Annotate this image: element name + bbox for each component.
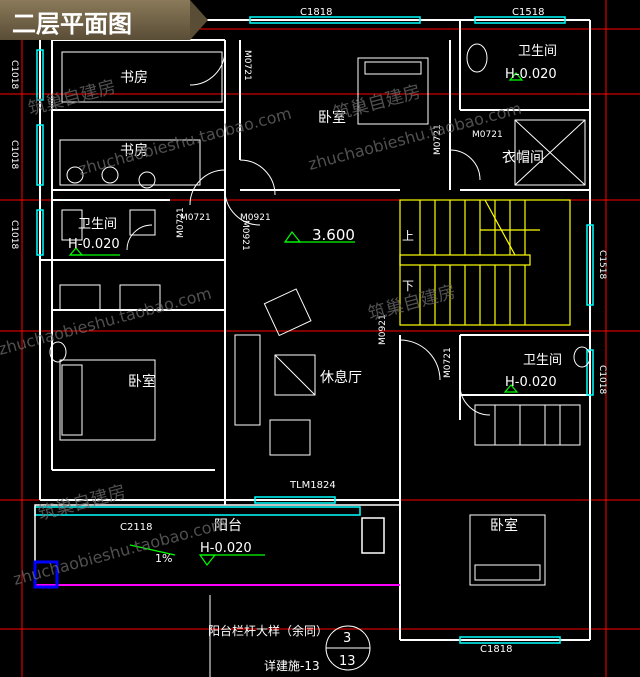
railing-note: 阳台栏杆大样（余同） [208, 623, 328, 638]
door-tag-tlm1824: TLM1824 [289, 480, 336, 491]
label-c1018-a: C1018 [9, 60, 19, 89]
watermark-cn-2: 筑巢自建房 [331, 81, 423, 125]
level-label-bath-right: H-0.020 [505, 375, 557, 390]
window-tag-c2118: C2118 [120, 522, 152, 533]
door-tag-m0921-c: M0921 [378, 314, 388, 345]
door-tag-m0921-a: M0921 [240, 213, 271, 223]
door-tag-m0721-c: M0721 [180, 213, 211, 223]
room-label-bath-left: 卫生间 [78, 217, 117, 232]
watermark-url-3: zhuchaobieshu.taobao.com [0, 284, 213, 359]
door-tag-m0921-b: M0921 [240, 220, 250, 251]
label-c1518-right: C1518 [597, 250, 607, 279]
watermark-url-1: zhuchaobieshu.taobao.com [76, 104, 293, 179]
detail-num-bottom: 13 [339, 654, 356, 669]
room-label-lounge: 休息厅 [320, 369, 362, 386]
label-c1018-right: C1018 [597, 365, 607, 394]
door-tag-m0721-e: M0721 [433, 124, 443, 155]
balcony-outline [33, 504, 401, 589]
room-label-bedroom-bottomright: 卧室 [490, 517, 518, 534]
walls [39, 19, 591, 641]
drawing-title: 二层平面图 [12, 10, 132, 38]
label-c1018-b: C1018 [9, 140, 19, 169]
detail-num-top: 3 [343, 631, 351, 646]
door-tag-m0721-f: M0721 [443, 347, 453, 378]
level-label-bath-topright: H-0.020 [505, 67, 557, 82]
door-tag-m0721-a: M0721 [242, 50, 252, 81]
title-badge-arrow [190, 0, 208, 40]
detail-reference-symbol [209, 595, 371, 677]
label-c1518-top: C1518 [512, 7, 544, 18]
room-label-bath-right: 卫生间 [523, 353, 562, 368]
watermark-cn-4: 筑巢自建房 [36, 481, 128, 525]
room-label-bedroom-left: 卧室 [128, 373, 156, 390]
door-tag-m0721-b: M0721 [472, 130, 503, 140]
room-label-study-2: 书房 [120, 143, 148, 159]
room-label-bedroom-top: 卧室 [318, 109, 346, 126]
label-c1818-top: C1818 [300, 7, 332, 18]
level-markers [68, 72, 524, 567]
level-label-balcony: H-0.020 [200, 541, 252, 556]
watermarks: 筑巢自建房 zhuchaobieshu.taobao.com 筑巢自建房 zhu… [0, 76, 523, 589]
room-label-study-1: 书房 [120, 70, 148, 86]
level-label-bath-left: H-0.020 [68, 237, 120, 252]
door-swings [126, 49, 491, 416]
room-label-closet: 衣帽间 [502, 150, 544, 166]
stair-up-label: 上 [402, 229, 414, 243]
stair-down-label: 下 [402, 279, 414, 293]
stair [399, 199, 571, 326]
slope-label: 1% [155, 552, 172, 565]
door-tag-m0721-d: M0721 [176, 207, 186, 238]
label-c1018-c: C1018 [9, 220, 19, 249]
drawing-title-badge: 二层平面图 [0, 0, 190, 40]
window-tag-c1818-bottom: C1818 [480, 644, 512, 655]
furniture [49, 43, 591, 586]
detail-ref-label: 详建施-13 [264, 658, 320, 673]
level-3600: 3.600 [312, 226, 355, 244]
room-label-bath-topright: 卫生间 [518, 44, 557, 59]
room-label-balcony: 阳台 [214, 518, 242, 534]
